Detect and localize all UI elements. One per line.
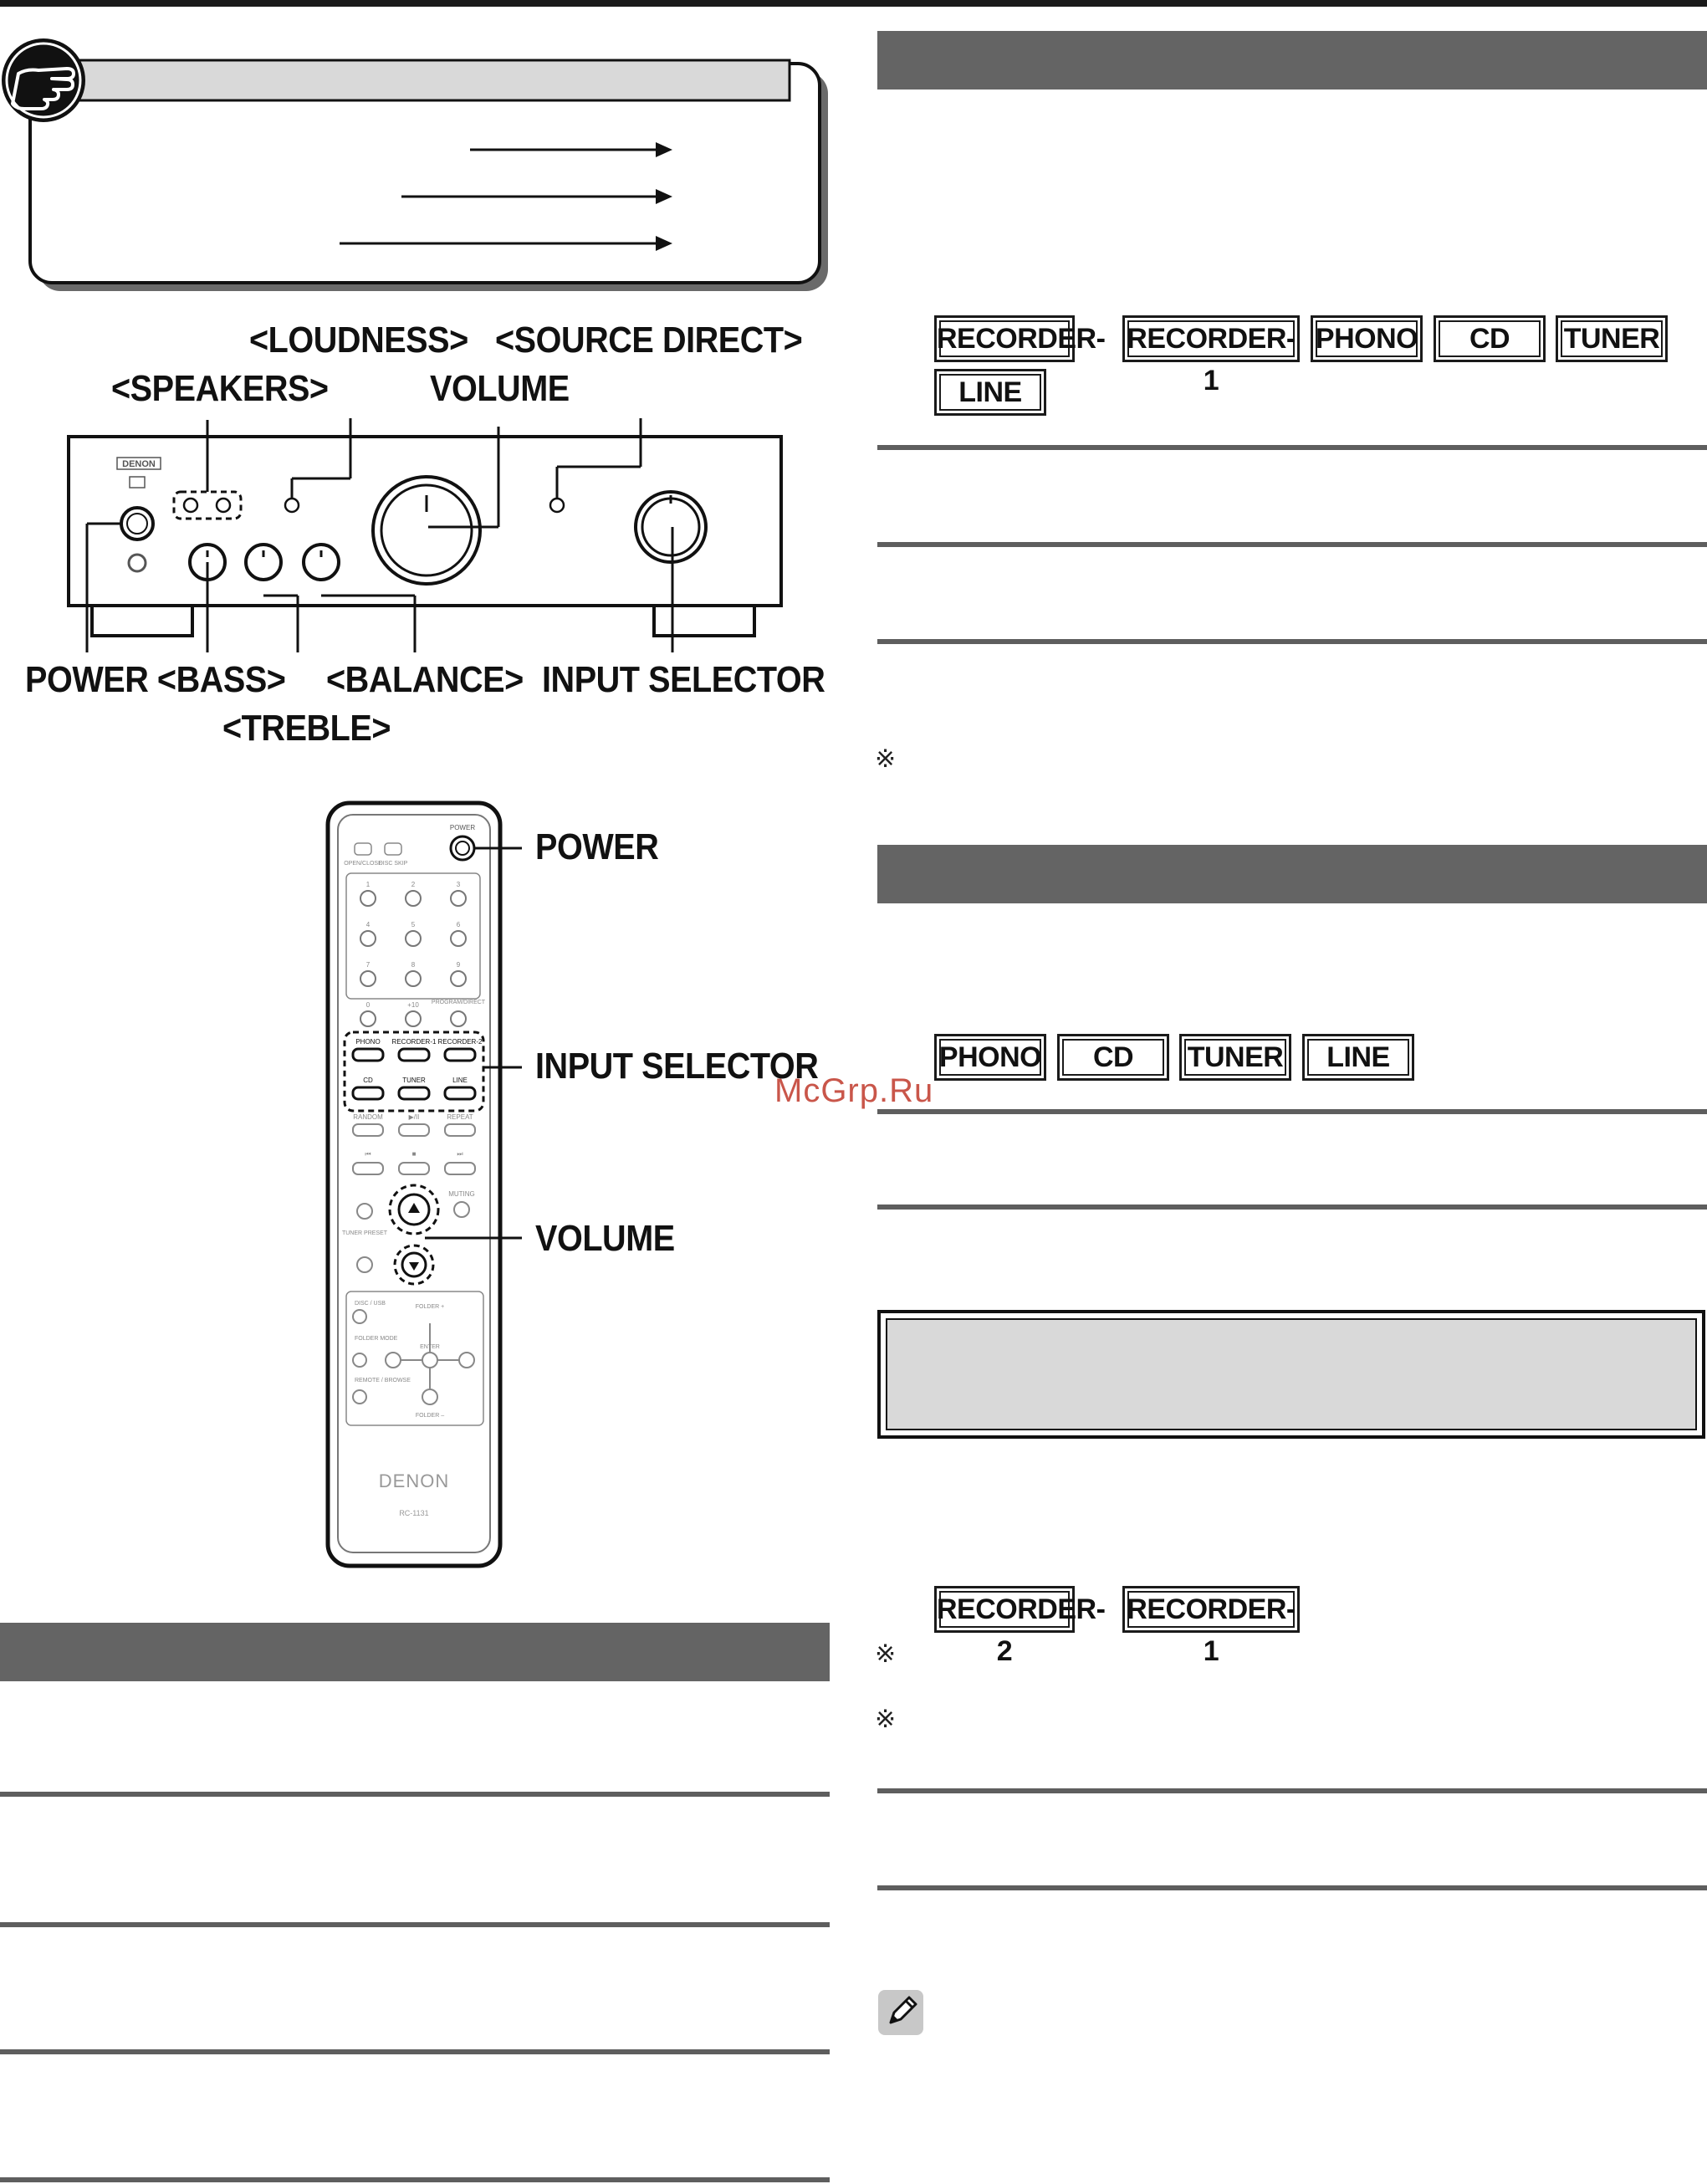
svg-text:+10: +10: [407, 1001, 419, 1009]
power-bass-label: POWER <BASS>: [25, 659, 286, 700]
svg-text:9: 9: [457, 961, 461, 969]
input-button-recorder-2: RECORDER-2: [934, 315, 1106, 396]
svg-text:PHONO: PHONO: [355, 1038, 380, 1046]
input-selector-label: INPUT SELECTOR: [542, 659, 825, 700]
svg-text:■: ■: [412, 1150, 417, 1158]
input-button-recorder-2: RECORDER-2: [934, 1586, 1106, 1667]
remote-disc-skip: DISC SKIP: [379, 861, 408, 867]
input-button-recorder-1: RECORDER-1: [1122, 315, 1300, 396]
svg-text:8: 8: [411, 961, 416, 969]
remote-remote-browse: REMOTE / BROWSE: [355, 1378, 411, 1384]
input-button-cd: CD: [1434, 315, 1546, 362]
remote-control: POWER OPEN/CLOSE DISC SKIP 1 2 3 4 5 6 7 8 9 0…: [325, 800, 522, 1568]
remote-muting: MUTING: [448, 1190, 475, 1198]
divider: [0, 1792, 830, 1797]
remote-power-caption: POWER: [450, 824, 475, 831]
note-callout: [28, 59, 828, 291]
remote-folder-plus: FOLDER +: [416, 1304, 444, 1310]
svg-text:5: 5: [411, 921, 416, 928]
svg-text:⏭: ⏭: [457, 1150, 463, 1158]
svg-text:REPEAT: REPEAT: [447, 1113, 473, 1121]
divider: [877, 1109, 1707, 1114]
svg-text:TUNER: TUNER: [402, 1077, 426, 1084]
volume-label: VOLUME: [430, 368, 570, 409]
input-button-phono: PHONO: [1311, 315, 1423, 362]
input-button-line: LINE: [934, 369, 1046, 416]
svg-text:2: 2: [411, 881, 416, 888]
input-button-line: LINE: [1302, 1034, 1414, 1081]
svg-text:RANDOM: RANDOM: [353, 1113, 383, 1121]
reference-mark: ※: [875, 745, 897, 773]
divider: [877, 639, 1707, 644]
svg-text:3: 3: [457, 881, 461, 888]
svg-text:PROGRAM/DIRECT: PROGRAM/DIRECT: [432, 1000, 486, 1005]
reference-mark: ※: [875, 1640, 897, 1668]
remote-power-label: POWER: [535, 826, 659, 867]
input-button-tuner: TUNER: [1179, 1034, 1291, 1081]
pointing-hand-icon: [2, 38, 85, 122]
top-border: [0, 0, 1707, 7]
remote-volume-label: VOLUME: [535, 1218, 675, 1259]
amp-brand-text: DENON: [122, 459, 156, 469]
pencil-icon: [878, 1990, 923, 2035]
loudness-label: <LOUDNESS>: [249, 320, 468, 361]
treble-label: <TREBLE>: [222, 708, 391, 749]
remote-folder-minus: FOLDER –: [416, 1413, 444, 1419]
input-button-phono: PHONO: [934, 1034, 1046, 1081]
divider: [0, 1922, 830, 1927]
remote-model: RC-1131: [399, 1509, 428, 1517]
divider: [877, 1885, 1707, 1890]
svg-text:LINE: LINE: [452, 1077, 468, 1084]
svg-text:RECORDER-2: RECORDER-2: [438, 1038, 483, 1046]
input-button-cd: CD: [1057, 1034, 1169, 1081]
reference-mark: ※: [875, 1706, 897, 1733]
divider: [0, 2049, 830, 2054]
input-button-recorder-1: RECORDER-1: [1122, 1586, 1300, 1667]
divider: [0, 2177, 830, 2182]
remote-folder-mode: FOLDER MODE: [355, 1336, 398, 1342]
svg-text:⏮: ⏮: [365, 1150, 371, 1158]
remote-open-close: OPEN/CLOSE: [344, 861, 382, 867]
section-header-right-1: [877, 31, 1707, 90]
divider: [877, 445, 1707, 450]
svg-text:0: 0: [366, 1001, 371, 1009]
svg-text:7: 7: [366, 961, 371, 969]
watermark: McGrp.Ru: [774, 1072, 934, 1109]
divider: [877, 1788, 1707, 1793]
svg-text:▶/II: ▶/II: [409, 1113, 420, 1121]
remote-disc-usb: DISC / USB: [355, 1301, 386, 1307]
speakers-label: <SPEAKERS>: [111, 368, 329, 409]
note-box: [877, 1310, 1705, 1439]
section-header-right-2: [877, 845, 1707, 903]
svg-text:4: 4: [366, 921, 371, 928]
divider: [877, 1205, 1707, 1210]
svg-text:RECORDER-1: RECORDER-1: [392, 1038, 437, 1046]
svg-text:1: 1: [366, 881, 371, 888]
svg-text:CD: CD: [363, 1077, 373, 1084]
remote-brand: DENON: [379, 1470, 449, 1491]
section-header-left: [0, 1623, 830, 1681]
amplifier-front-panel: DENON: [67, 418, 783, 652]
source-direct-label: <SOURCE DIRECT>: [495, 320, 803, 361]
remote-tuner-preset: TUNER PRESET: [342, 1230, 388, 1236]
balance-label: <BALANCE>: [326, 659, 524, 700]
remote-input-selector-label: INPUT SELECTOR: [535, 1046, 819, 1087]
svg-text:6: 6: [457, 921, 461, 928]
divider: [877, 542, 1707, 547]
input-button-tuner: TUNER: [1556, 315, 1668, 362]
note-box-fill: [886, 1318, 1697, 1430]
